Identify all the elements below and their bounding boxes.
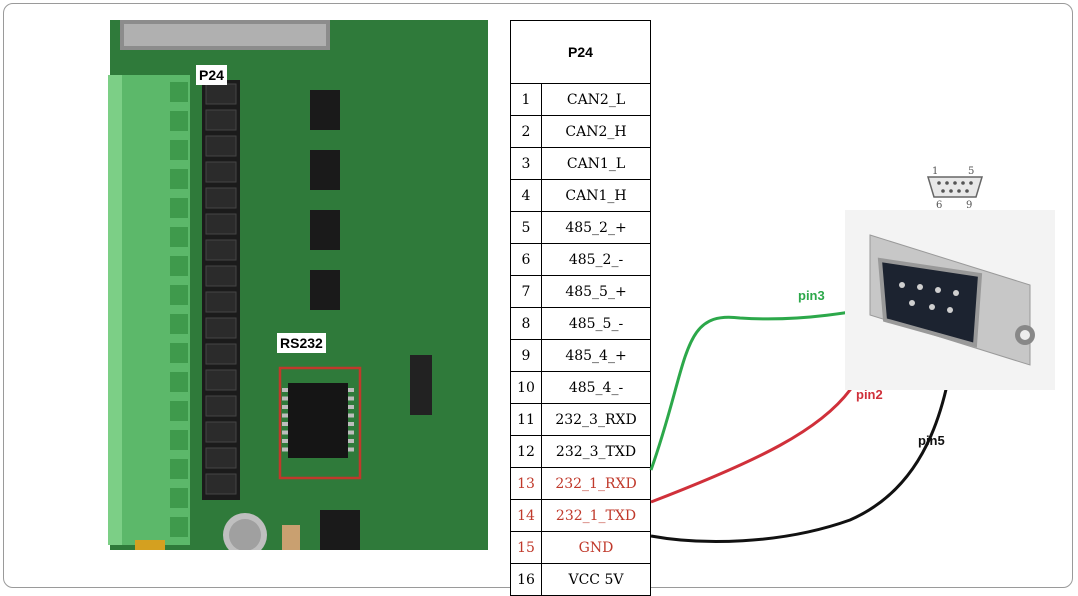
wire-label-pin3: pin3: [798, 288, 825, 303]
connector-label: P24: [196, 65, 227, 85]
db9-pin5-label: 5: [968, 166, 974, 177]
db9-pin9-label: 9: [966, 200, 972, 210]
pin-signal: 485_5_-: [541, 307, 651, 340]
pin-signal: CAN2_L: [541, 83, 651, 116]
db9-pin6-label: 6: [936, 200, 942, 210]
pin-signal: CAN2_H: [541, 115, 651, 148]
pin-signal: 485_2_-: [541, 243, 651, 276]
rs232-label: RS232: [277, 333, 326, 353]
db9-pin1-label: 1: [932, 166, 938, 177]
pin-signal: 232_1_RXD: [541, 467, 651, 500]
pin-signal: 232_3_TXD: [541, 435, 651, 468]
pin-signal: 485_4_+: [541, 339, 651, 372]
pin-number: 10: [510, 371, 542, 404]
pin-number: 3: [510, 147, 542, 180]
pin-signal: CAN1_L: [541, 147, 651, 180]
pin-number: 14: [510, 499, 542, 532]
pin-number: 2: [510, 115, 542, 148]
pin-table-header: P24: [510, 20, 651, 84]
pin-number: 12: [510, 435, 542, 468]
db9-connector-photo: [840, 205, 1060, 400]
pin-number: 5: [510, 211, 542, 244]
pin-number: 9: [510, 339, 542, 372]
pcb-illustration: [108, 20, 488, 550]
pcb-board-photo: P24 RS232: [20, 20, 488, 550]
pin-number: 1: [510, 83, 542, 116]
pin-number: 15: [510, 531, 542, 564]
pin-signal: 485_4_-: [541, 371, 651, 404]
wire-label-pin2: pin2: [856, 387, 883, 402]
pin-signal: 232_3_RXD: [541, 403, 651, 436]
db9-pinout-icon: 1 5 6 9: [922, 162, 988, 211]
pin-signal: 485_2_+: [541, 211, 651, 244]
wire-label-pin5: pin5: [918, 433, 945, 448]
rs232-highlight-box: [278, 366, 362, 480]
